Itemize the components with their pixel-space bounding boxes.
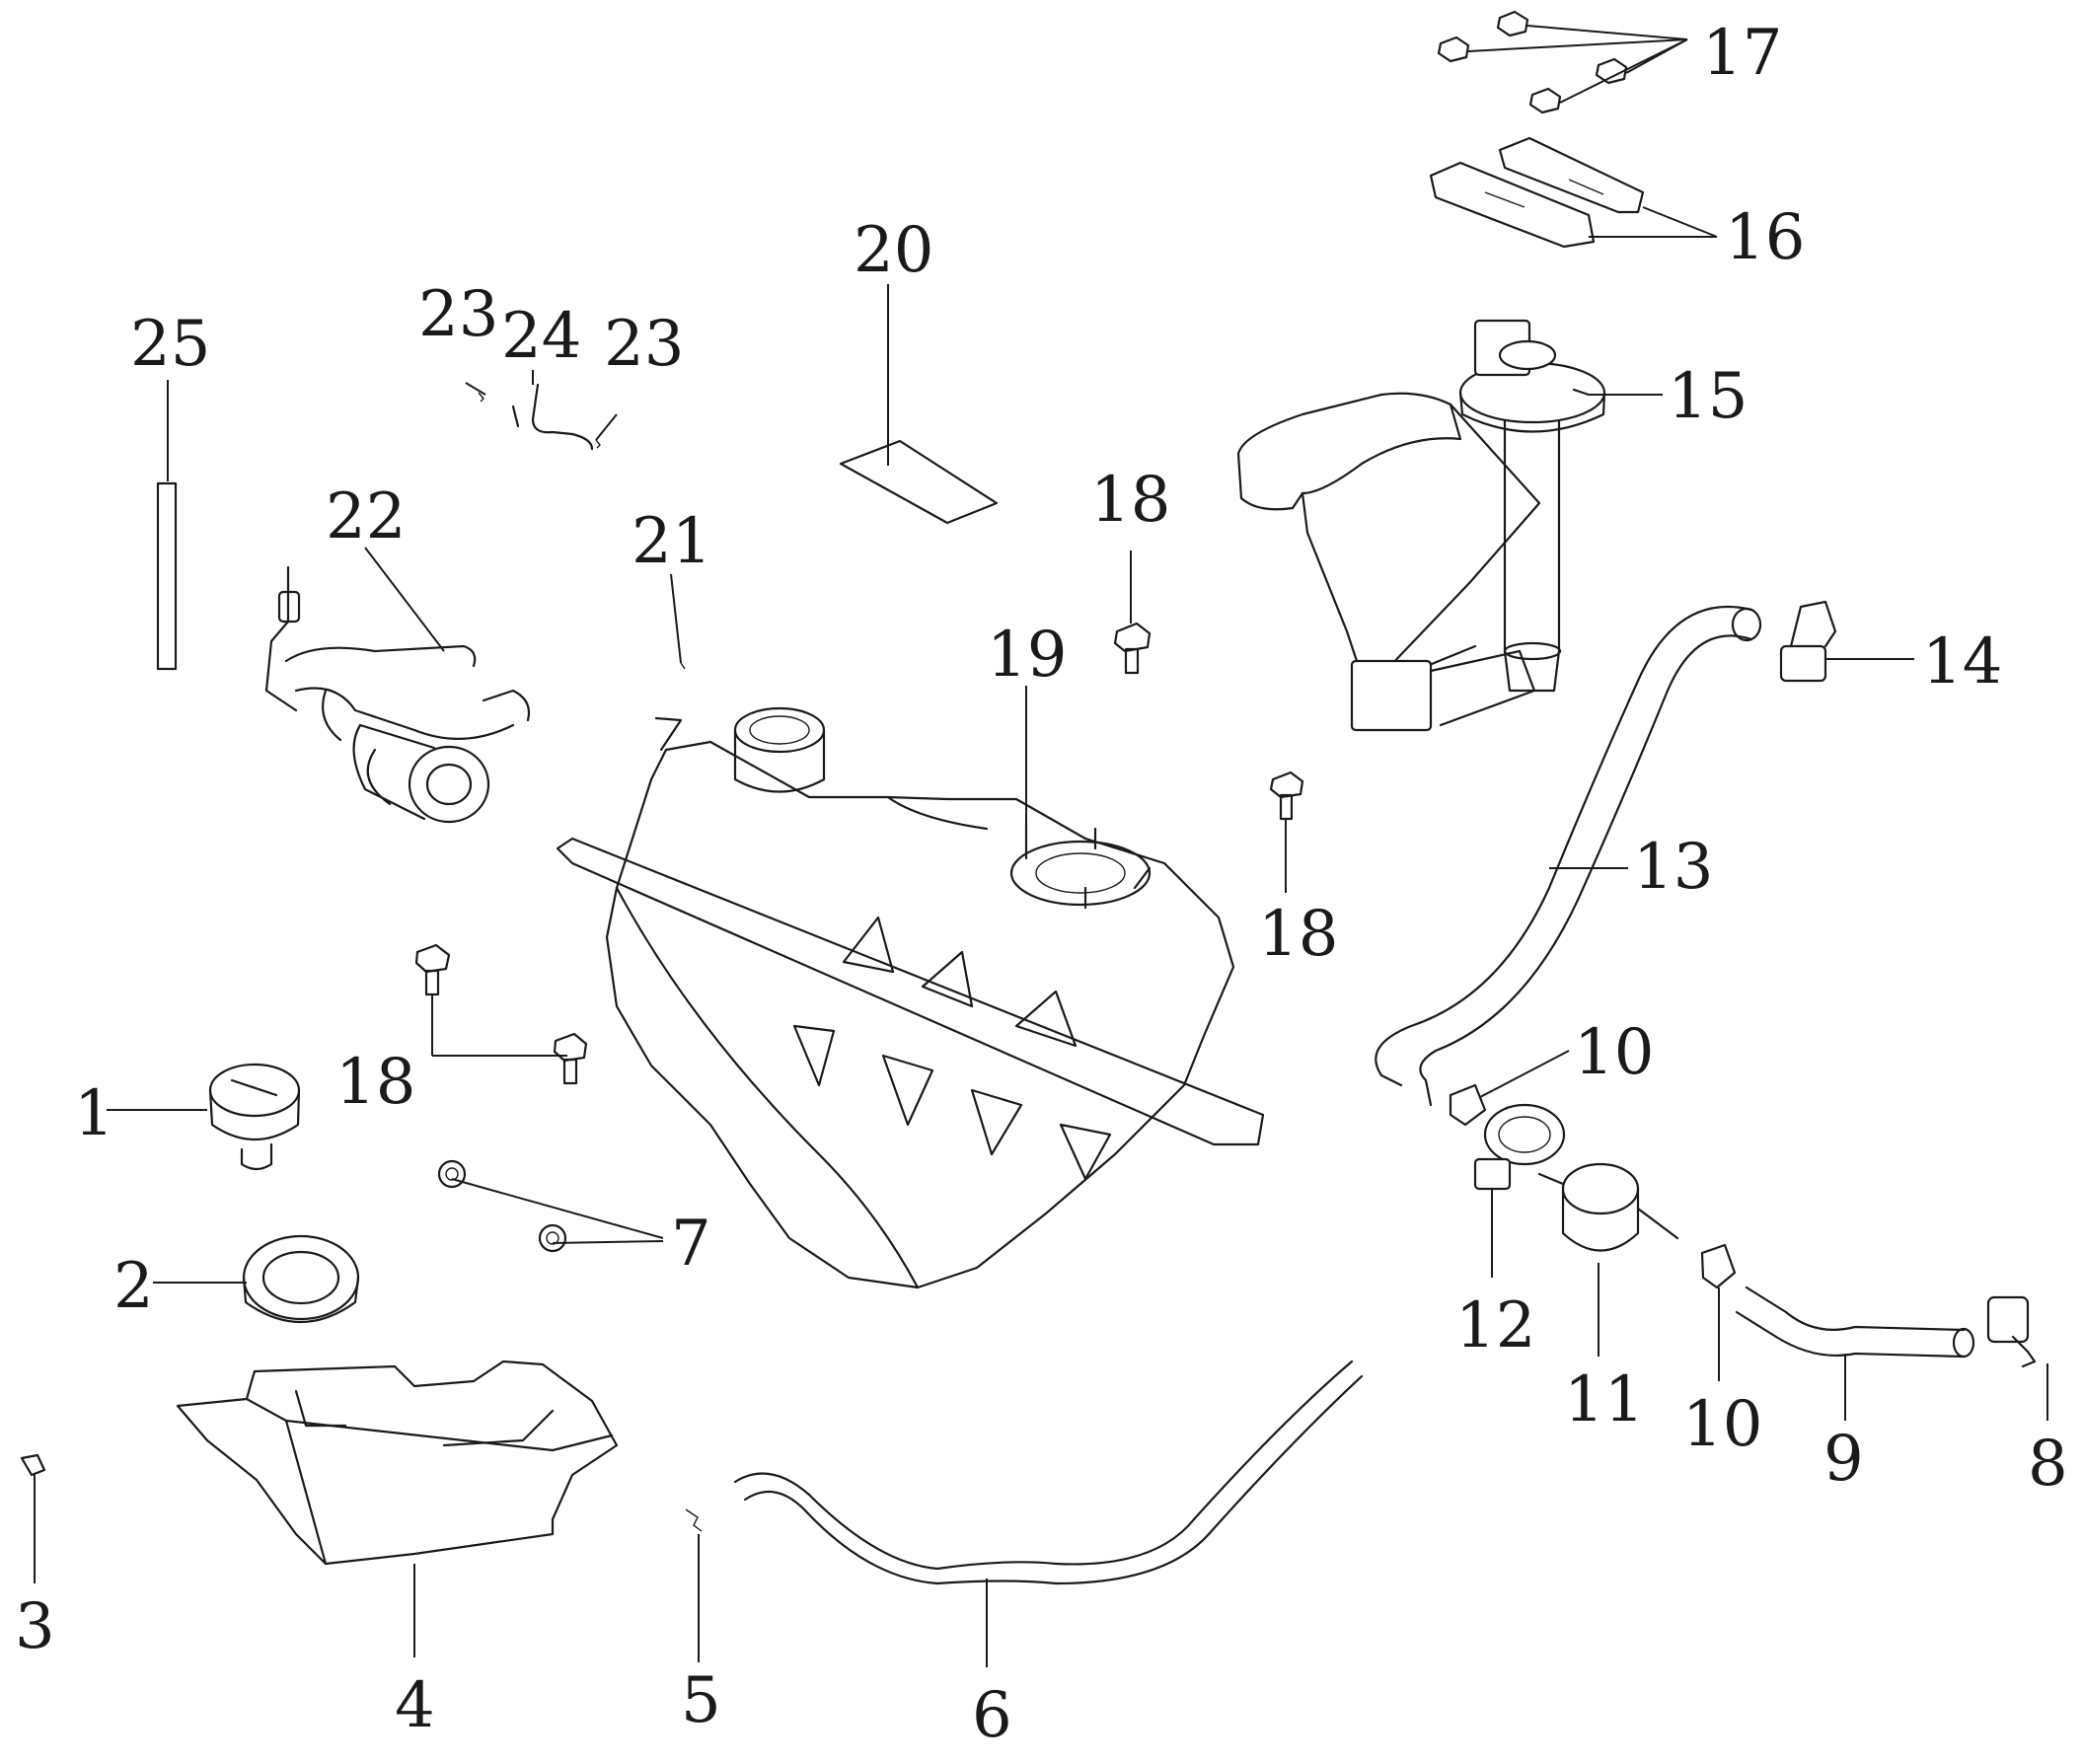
part-15-fuel-pump-assembly	[1236, 319, 1606, 732]
callout-numbers: 25 23 24 23 22 21 20 19 18 18 18 1 2 3 4…	[15, 17, 2068, 1752]
part-16-plates	[1429, 136, 1645, 249]
callout-25: 25	[130, 308, 210, 381]
part-13-hose	[1375, 605, 1762, 1107]
part-17-nut-1	[1496, 10, 1529, 37]
callout-13: 13	[1633, 831, 1713, 904]
callout-7: 7	[671, 1208, 711, 1281]
callout-12: 12	[1455, 1289, 1535, 1362]
part-25-rod	[156, 481, 178, 671]
callout-23-left: 23	[418, 278, 498, 351]
callout-22: 22	[326, 480, 406, 553]
callout-16: 16	[1725, 201, 1805, 274]
part-6-long-hose	[733, 1360, 1364, 1585]
callout-18-top: 18	[1090, 464, 1170, 537]
callout-15: 15	[1668, 360, 1748, 433]
callout-19: 19	[987, 619, 1067, 692]
part-21-marker	[680, 662, 686, 670]
callout-4: 4	[395, 1669, 435, 1742]
part-17-nut-2	[1437, 36, 1470, 63]
part-11-fuel-filter	[1537, 1162, 1679, 1252]
part-7-grommet-top	[437, 1159, 467, 1189]
part-22-canister-assembly	[264, 565, 531, 824]
part-4-lower-cover	[176, 1360, 619, 1566]
callout-9: 9	[1823, 1423, 1864, 1496]
callout-5: 5	[681, 1664, 721, 1737]
part-10-clamp-top	[1449, 1083, 1487, 1127]
part-24-small-hose	[511, 383, 594, 451]
part-2-seal-ring	[242, 1234, 360, 1324]
part-23-clip-left	[478, 392, 484, 403]
part-1-fuel-cap	[208, 1063, 301, 1171]
callout-17: 17	[1702, 17, 1782, 90]
callout-10-top: 10	[1574, 1016, 1654, 1089]
part-18-bolt-left-top	[414, 943, 451, 996]
part-18-bolt-top	[1113, 622, 1152, 675]
part-18-bolt-left-bottom	[553, 1032, 588, 1085]
callout-24: 24	[501, 300, 581, 373]
part-23-clip-right	[595, 439, 601, 449]
callout-14: 14	[1922, 625, 2002, 698]
callout-6: 6	[972, 1679, 1012, 1752]
callout-8: 8	[2028, 1428, 2068, 1501]
callout-1: 1	[74, 1077, 114, 1150]
leader-lines	[34, 25, 2048, 1667]
callout-2: 2	[113, 1250, 154, 1323]
callout-23-right: 23	[604, 308, 684, 381]
part-10-clamp-bottom	[1700, 1243, 1737, 1289]
part-3-clip	[20, 1453, 46, 1477]
callout-18-right: 18	[1258, 898, 1338, 971]
part-19-fuel-tank	[556, 706, 1265, 1289]
part-20-label-sheet	[839, 439, 999, 525]
part-17-nut-4	[1528, 87, 1562, 114]
part-8-elbow-connector	[1986, 1295, 2037, 1368]
callout-3: 3	[15, 1590, 55, 1663]
callout-10-bottom: 10	[1682, 1388, 1762, 1461]
callout-21: 21	[632, 505, 711, 578]
part-17-nut-3	[1595, 57, 1628, 85]
part-12-bracket-clip	[1473, 1103, 1566, 1191]
callout-11: 11	[1564, 1363, 1644, 1436]
part-14-connector	[1779, 600, 1837, 683]
part-7-grommet-bottom	[538, 1223, 567, 1253]
part-9-short-hose	[1735, 1286, 1975, 1359]
part-18-bolt-right	[1269, 771, 1304, 821]
part-5-clip	[685, 1508, 703, 1532]
callout-18-left: 18	[335, 1046, 415, 1119]
callout-20: 20	[854, 214, 933, 287]
